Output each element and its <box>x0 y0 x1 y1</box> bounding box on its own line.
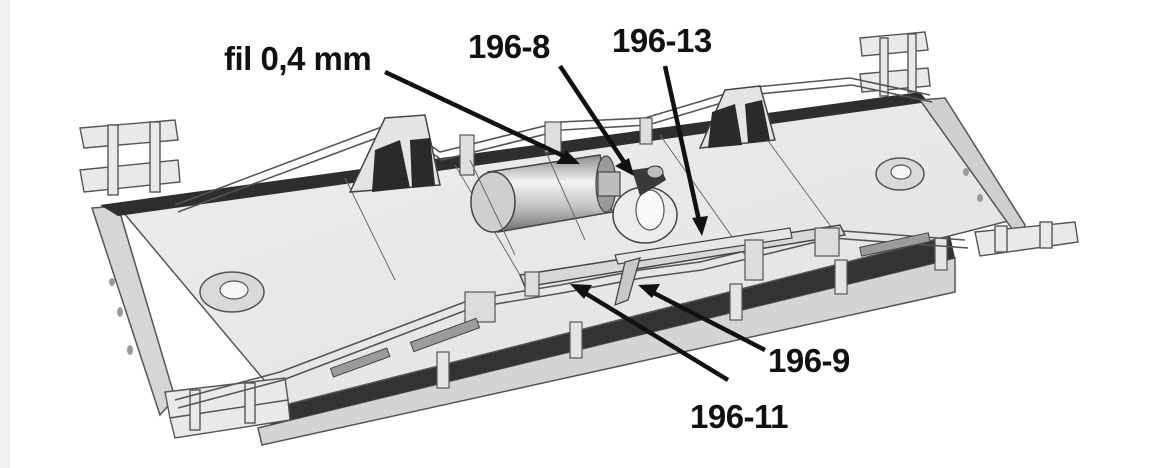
front-side-wall <box>257 257 956 446</box>
leader-196-9 <box>646 287 767 353</box>
rivet <box>127 345 133 355</box>
front-hangers <box>464 227 840 323</box>
crossbar-196-13 <box>614 227 793 265</box>
post-5 <box>934 237 948 271</box>
label-196-11: 196-11 <box>690 398 788 435</box>
bogie-pivot-right <box>875 157 925 191</box>
leader-wire <box>384 69 573 163</box>
brake-reservoir <box>612 165 678 244</box>
arrow-196-11 <box>570 284 592 299</box>
label-wire: fil 0,4 mm <box>224 40 371 77</box>
post-2 <box>569 321 583 359</box>
arrow-196-9 <box>638 284 660 298</box>
brake-rigging-front <box>329 232 931 378</box>
rivet <box>963 168 969 176</box>
coupler-rear-left <box>79 119 181 196</box>
arrow-wire <box>556 150 580 164</box>
front-truss <box>174 224 969 409</box>
post-4 <box>834 259 848 295</box>
rivet <box>977 194 983 202</box>
coupler-rear-right <box>859 31 931 97</box>
brake-shoe-196-9 <box>614 257 641 307</box>
wire-strand <box>469 159 516 256</box>
post-3 <box>729 283 743 321</box>
label-196-8: 196-8 <box>468 28 550 65</box>
rear-truss <box>174 77 933 213</box>
leader-lines <box>384 64 767 382</box>
rear-brake-hanger-1 <box>459 117 653 176</box>
arrow-196-8 <box>615 158 634 176</box>
label-196-9: 196-9 <box>768 342 850 379</box>
leader-196-13 <box>662 65 703 226</box>
leader-196-8 <box>558 64 630 170</box>
queen-post-right <box>698 85 776 149</box>
rivet <box>117 307 123 317</box>
right-end-wall <box>918 97 1026 242</box>
bogie-pivot-left <box>199 271 265 313</box>
chassis-frame <box>90 92 1026 446</box>
leader-196-11 <box>578 288 730 382</box>
floor-seam-1 <box>344 177 396 281</box>
label-196-13: 196-13 <box>612 22 712 59</box>
front-truss-rod-2 <box>177 237 969 409</box>
brake-cylinder <box>469 149 621 256</box>
end-rivets <box>109 168 983 355</box>
coupler-front-right <box>974 221 1079 257</box>
wire-strand <box>544 149 586 241</box>
coupler-front-left <box>164 377 291 439</box>
post-1 <box>436 351 450 389</box>
arrow-196-13 <box>692 216 708 236</box>
rivet <box>109 278 115 286</box>
floor-seam-3 <box>659 134 746 256</box>
page-margin <box>0 0 10 468</box>
queen-post-left <box>348 114 441 193</box>
